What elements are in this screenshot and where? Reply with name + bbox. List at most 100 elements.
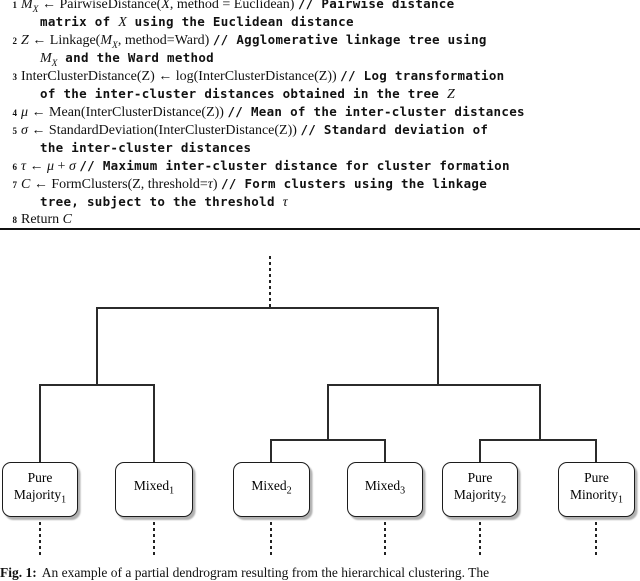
code-text: C (21, 177, 31, 192)
code-text: InterClusterDistance(Z) ← log(InterClust… (21, 69, 341, 84)
code-text: , method = Euclidean) (169, 0, 298, 12)
code-text: Z (21, 33, 29, 48)
code-text: X (32, 4, 39, 15)
comment-text: the inter-cluster distances (40, 140, 252, 155)
tree-edge-leaf-6 (595, 439, 597, 462)
algorithm-line-number: 1 (12, 0, 18, 10)
leaf-label-line: Majority2 (453, 486, 507, 506)
code-text: σ (21, 123, 28, 138)
leaf-dashed-line-1 (39, 522, 41, 558)
tree-edge-right-cluster (437, 307, 439, 386)
code-text: ← StandardDeviation(InterClusterDistance… (27, 123, 301, 138)
code-text: ← (26, 159, 48, 174)
tree-edge-right-left-subcluster (327, 384, 329, 441)
code-text: M (40, 51, 52, 66)
comment-text: // Mean of the inter-cluster distances (227, 104, 525, 119)
leaf-dashed-line-3 (270, 522, 272, 558)
tree-edge-leaf-1 (39, 384, 41, 462)
code-text: Return (21, 212, 63, 227)
code-text: X (51, 58, 58, 69)
code-text: C (62, 212, 72, 227)
comment-text: // Agglomerative linkage tree using (212, 32, 487, 47)
comment-text: of the inter-cluster distances obtained … (40, 86, 447, 101)
comment-text: // Log transformation (340, 68, 505, 83)
algorithm-line: of the inter-cluster distances obtained … (0, 85, 640, 103)
comment-text: // Standard deviation of (300, 122, 489, 137)
comment-text: using the Euclidean distance (126, 14, 354, 29)
code-text: ← Mean(InterClusterDistance(Z)) (28, 105, 228, 120)
figure-caption-text: An example of a partial dendrogram resul… (41, 565, 490, 580)
code-text: ← FormClusters(Z, threshold= (30, 177, 208, 192)
algorithm-line: the inter-cluster distances (0, 139, 640, 157)
algorithm-line-number: 8 (12, 215, 18, 225)
tree-edge-right-right-subcluster (539, 384, 541, 441)
code-text: τ (207, 177, 213, 192)
leaf-label-line: Mixed2 (251, 478, 292, 498)
comment-text: matrix of (40, 14, 119, 29)
leaf-label-line: Majority1 (13, 486, 67, 506)
code-text: X (161, 0, 170, 12)
algorithm-line: MX and the Ward method (0, 49, 640, 69)
code-text: M (100, 33, 112, 48)
figure-caption: Fig. 1: An example of a partial dendrogra… (0, 565, 640, 581)
algorithm-bottom-rule (0, 228, 640, 230)
algorithm-line-number: 7 (12, 180, 18, 190)
code-text: M (21, 0, 33, 12)
comment-text: // Maximum inter-cluster distance for cl… (79, 158, 510, 173)
tree-edge-leaf-2 (153, 384, 155, 462)
leaf-label-line: Minority1 (569, 486, 623, 506)
algorithm-line: tree, subject to the threshold τ (0, 193, 640, 211)
figure-caption-label: Fig. 1: (0, 565, 37, 580)
code-text: X (118, 15, 127, 30)
leaf-label-line: Mixed3 (364, 478, 406, 498)
leaf-label-line: Pure (467, 470, 493, 486)
code-text: τ (21, 159, 27, 174)
code-text: ← PairwiseDistance( (38, 0, 162, 12)
code-text: Z (446, 87, 455, 102)
leaf-dashed-line-2 (153, 522, 155, 558)
comment-text: and the Ward method (57, 50, 214, 65)
leaf-box-3: Mixed2 (233, 462, 310, 517)
tree-edge-leaf-4 (384, 439, 386, 462)
algorithm-line-number: 5 (12, 126, 18, 136)
code-text: μ (21, 105, 29, 120)
leaf-dashed-line-5 (479, 522, 481, 558)
code-text: μ (47, 159, 55, 174)
leaf-label-line: Pure (584, 470, 609, 486)
comment-text: // Form clusters using the linkage (220, 176, 488, 191)
tree-edge-leaf-5 (479, 439, 481, 462)
algorithm-line: matrix of X using the Euclidean distance (0, 13, 640, 31)
comment-text: tree, subject to the threshold (40, 194, 283, 209)
leaf-box-2: Mixed1 (115, 462, 193, 517)
algorithm-line-number: 3 (12, 72, 18, 82)
code-text: + (54, 159, 69, 174)
algorithm-line-number: 2 (12, 36, 18, 46)
leaf-box-4: Mixed3 (347, 462, 423, 517)
tree-bar-right-left-subcluster (270, 439, 386, 441)
tree-bar-right-right-subcluster (479, 439, 597, 441)
leaf-dashed-line-4 (384, 522, 386, 558)
code-text: σ (68, 159, 76, 174)
tree-edge-leaf-3 (270, 439, 272, 462)
leaf-label-line: Mixed1 (133, 478, 175, 498)
code-text: τ (282, 195, 288, 210)
code-text: X (112, 40, 118, 51)
leaf-label-line: Pure (27, 470, 53, 486)
code-text: , method=Ward) (117, 33, 213, 48)
algorithm-line-number: 4 (12, 108, 18, 118)
code-text: ← Linkage( (28, 33, 101, 48)
tree-root-dashed-line (269, 256, 271, 308)
tree-root-bar (97, 307, 439, 309)
